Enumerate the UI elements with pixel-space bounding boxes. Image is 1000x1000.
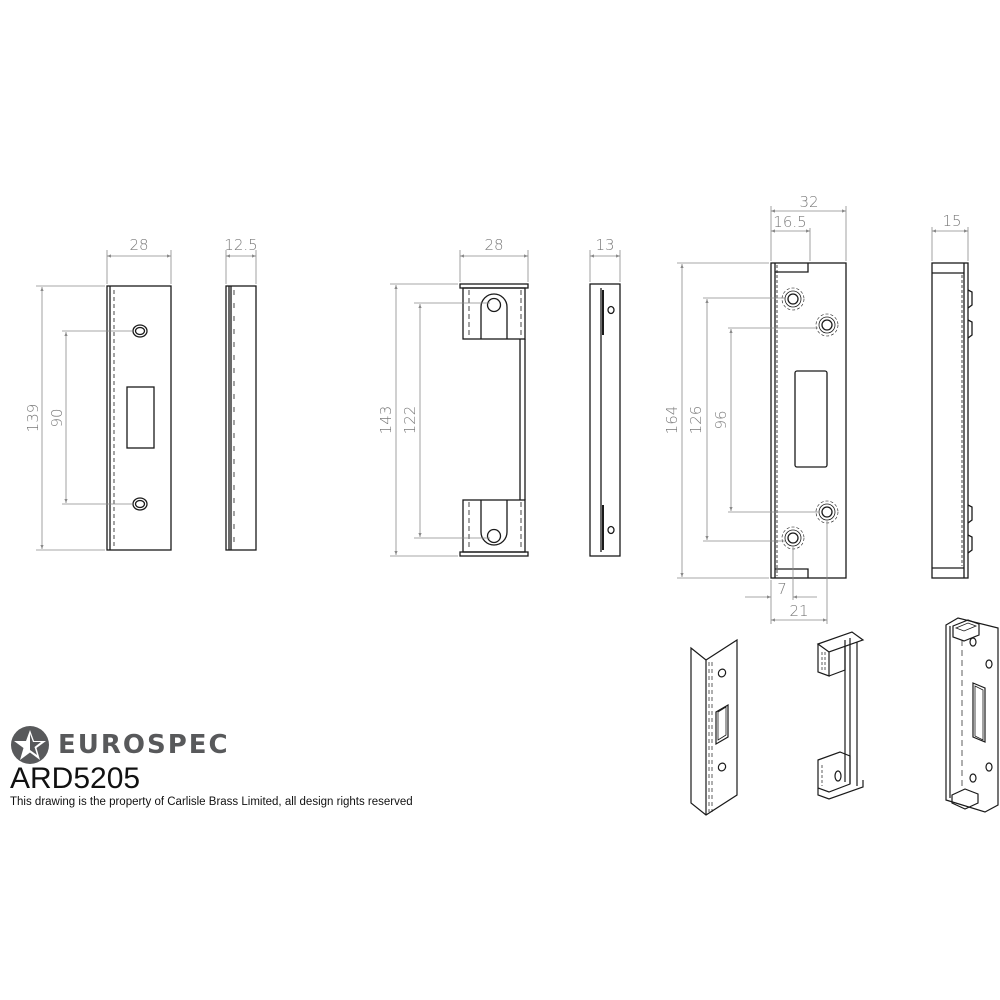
keep-bracket-side-view xyxy=(589,283,621,557)
dim-rebate-depth: 12.5 xyxy=(224,236,257,254)
brand-name: EUROSPEC xyxy=(58,730,230,760)
dim-strike-half-width: 16.5 xyxy=(773,213,806,231)
dim-keep-hole-spacing: 122 xyxy=(401,406,419,435)
strike-plate-side-view xyxy=(931,262,973,579)
dim-strike-outer-spacing: 126 xyxy=(687,406,705,435)
dim-strike-inner-offset: 21 xyxy=(789,602,808,620)
brand-logo: EUROSPEC xyxy=(10,725,413,765)
screw-hole-top-inner xyxy=(815,313,839,337)
keep-bracket-dimensions xyxy=(390,250,529,557)
dim-strike-height: 164 xyxy=(663,406,681,435)
strike-plate-front-view xyxy=(770,262,847,579)
dim-rebate-hole-spacing: 90 xyxy=(48,408,66,427)
title-block: EUROSPEC ARD5205 This drawing is the pro… xyxy=(10,725,413,808)
copyright-note: This drawing is the property of Carlisle… xyxy=(10,796,413,808)
dim-strike-inner-spacing: 96 xyxy=(712,410,730,429)
keep-bracket-isometric xyxy=(816,631,865,800)
dim-strike-depth: 15 xyxy=(942,212,961,230)
keep-bracket-front-view xyxy=(459,283,529,557)
rebate-plate-front-view xyxy=(106,285,172,551)
rebate-plate-isometric xyxy=(690,638,738,816)
product-code: ARD5205 xyxy=(10,762,141,795)
rebate-plate-dimensions xyxy=(36,250,172,551)
strike-plate-isometric xyxy=(945,617,999,813)
dim-strike-outer-offset: 7 xyxy=(777,580,787,598)
dim-rebate-height: 139 xyxy=(24,404,42,433)
dim-keep-height: 143 xyxy=(377,406,395,435)
dim-keep-width: 28 xyxy=(484,236,503,254)
screw-hole-top-outer xyxy=(781,287,805,311)
star-in-circle-icon xyxy=(11,726,49,764)
rebate-plate-side-view xyxy=(225,285,257,551)
screw-hole-bottom-outer xyxy=(781,526,805,550)
dim-strike-width: 32 xyxy=(799,193,818,211)
dim-rebate-width: 28 xyxy=(129,236,148,254)
strike-plate-dimensions xyxy=(677,206,847,624)
screw-hole-bottom-inner xyxy=(815,500,839,524)
dim-keep-depth: 13 xyxy=(595,236,614,254)
